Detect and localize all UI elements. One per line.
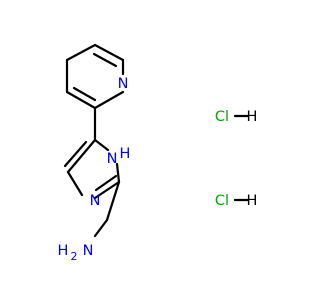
chlorine-label: Cl [215, 193, 229, 209]
atom-amine-subscript: 2 [71, 250, 78, 263]
bond [66, 170, 84, 197]
molecule-drawing: N N H N H 2 N Cl H Cl H [58, 43, 258, 263]
bond [65, 43, 97, 62]
bond [115, 162, 121, 184]
bond [94, 174, 118, 192]
bond [65, 90, 97, 110]
hcl-salt-2: Cl H [215, 193, 258, 209]
structure-canvas: N N H N H 2 N Cl H Cl H [58, 43, 258, 263]
atom-pyridine-n: N [118, 76, 129, 92]
bond [66, 138, 97, 174]
bond [93, 180, 121, 200]
bond [63, 140, 88, 168]
bond [93, 43, 125, 62]
imidazole-ring [63, 138, 121, 200]
atom-amine-h: H [58, 243, 69, 259]
atom-ring-nh-h: H [120, 146, 131, 162]
hydrogen-label: H [247, 193, 258, 209]
bond [93, 218, 109, 238]
bond [72, 86, 97, 102]
chlorine-label: Cl [215, 109, 229, 125]
bond [93, 94, 118, 110]
bond [105, 180, 121, 222]
bond [92, 52, 118, 68]
hcl-salt-1: Cl H [215, 109, 258, 125]
atom-ring-nh-n: N [107, 151, 118, 167]
atom-amine-n: N [83, 243, 94, 259]
bond [93, 138, 110, 152]
bond [114, 90, 125, 98]
pyridine-ring [65, 43, 125, 110]
hydrogen-label: H [247, 109, 258, 125]
atom-imidazole-n: N [90, 193, 101, 209]
